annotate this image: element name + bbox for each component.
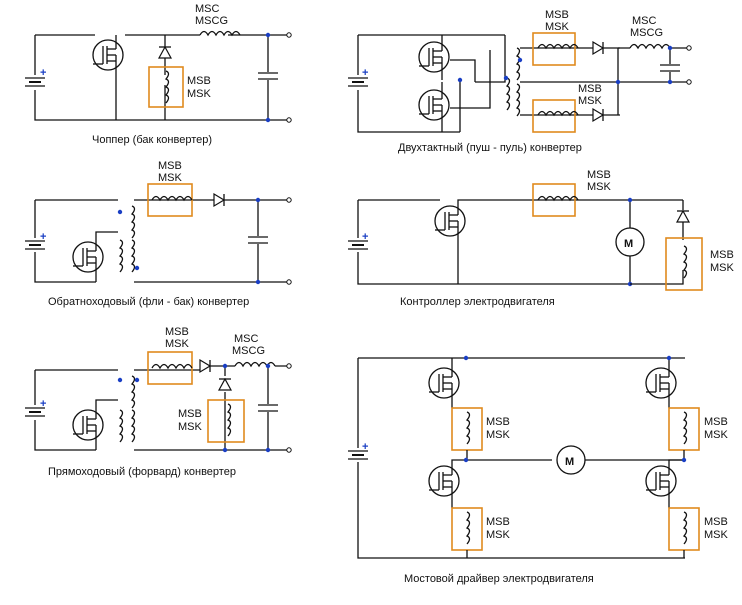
msk-label: MSK (165, 338, 190, 350)
msc-label: MSC (195, 3, 220, 15)
msb-label: MSB (486, 516, 510, 528)
msb-msk-box-top (532, 32, 576, 66)
msb-label: MSB (165, 326, 189, 338)
forward-caption: Прямоходовый (форвард) конвертер (48, 466, 236, 478)
mscg-label: MSCG (232, 345, 265, 357)
msk-label: MSK (486, 429, 511, 441)
flyback-circuit: + MSB MSK Обратноходовый (фли - бак) кон… (24, 160, 292, 308)
flyback-caption: Обратноходовый (фли - бак) конвертер (48, 296, 249, 308)
battery-plus: + (40, 231, 46, 243)
battery-plus: + (362, 67, 368, 79)
msb-msk-box-side (665, 237, 703, 291)
msb-label: MSB (158, 160, 182, 172)
msb-label: MSB (704, 416, 728, 428)
msk-label: MSK (178, 421, 203, 433)
msk-label: MSK (187, 88, 212, 100)
msk-label: MSK (158, 172, 183, 184)
mscg-label: MSCG (195, 15, 228, 27)
msk-label: MSK (710, 262, 735, 274)
msk-label: MSK (486, 529, 511, 541)
forward-circuit: + MSB MSK MSB MSK MSC MSCG Прямоходовый … (24, 326, 292, 478)
bridge-driver-circuit: + MSB MSK MSB MSK M MSB MSK MSB MS (347, 355, 729, 585)
msk-label: MSK (704, 529, 729, 541)
msb-label: MSB (486, 416, 510, 428)
msb-label: MSB (187, 75, 211, 87)
msb-label: MSB (178, 408, 202, 420)
battery-plus: + (40, 67, 46, 79)
motor-caption: Контроллер электродвигателя (400, 296, 555, 308)
msk-label: MSK (587, 181, 612, 193)
battery-plus: + (40, 398, 46, 410)
msb-label: MSB (545, 9, 569, 21)
msk-label: MSK (545, 21, 570, 33)
motor-controller-circuit: + MSB MSK M MSB MSK Контроллер электродв… (347, 169, 735, 308)
msc-label: MSC (632, 15, 657, 27)
pushpull-caption: Двухтактный (пуш - пуль) конвертер (398, 142, 582, 154)
msb-label: MSB (578, 83, 602, 95)
motor-label: M (624, 238, 633, 250)
bridge-caption: Мостовой драйвер электродвигателя (404, 573, 594, 585)
msb-label: MSB (587, 169, 611, 181)
msb-msk-box-side (207, 399, 245, 443)
pushpull-circuit: + MSB MSK MSB MSK MSC MSCG Двухтактны (347, 9, 692, 154)
chopper-caption: Чоппер (бак конвертер) (92, 134, 212, 146)
msb-label: MSB (704, 516, 728, 528)
battery-plus: + (362, 441, 368, 453)
chopper-circuit: + MSC MSCG MSB MSK Чоппер (бак конвертер… (24, 3, 292, 146)
msk-label: MSK (578, 95, 603, 107)
motor-icon (615, 227, 645, 257)
battery-plus: + (362, 231, 368, 243)
msb-msk-box (532, 183, 576, 217)
msb-msk-box-top (147, 351, 193, 385)
msc-label: MSC (234, 333, 259, 345)
bridge-motor-label: M (565, 456, 574, 468)
msk-label: MSK (704, 429, 729, 441)
msb-msk-box-bottom (532, 99, 576, 133)
mscg-label: MSCG (630, 27, 663, 39)
msb-msk-box (148, 66, 184, 108)
msb-label: MSB (710, 249, 734, 261)
